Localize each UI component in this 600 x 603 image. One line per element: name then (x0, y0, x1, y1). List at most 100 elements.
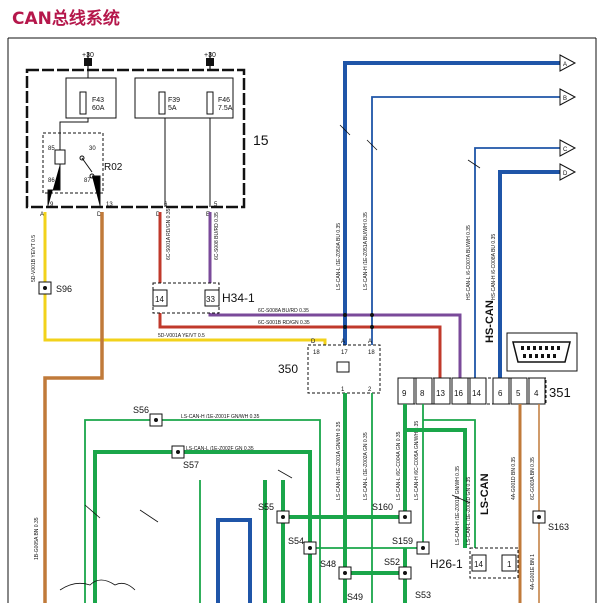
fuse-f46-rating: 7.5A (218, 105, 233, 112)
svg-text:87: 87 (84, 178, 91, 184)
svg-text:4A-G001D BN 0.35: 4A-G001D BN 0.35 (511, 457, 517, 500)
svg-text:5: 5 (516, 389, 521, 398)
wire-hs-can-h (498, 170, 560, 378)
obd-connector-icon (512, 341, 571, 363)
fuse-box-id: 15 (253, 132, 269, 148)
fuse-f43-label: F43 (92, 97, 104, 104)
svg-text:13: 13 (436, 389, 445, 398)
svg-text:14: 14 (474, 560, 483, 569)
svg-text:A: A (40, 212, 44, 218)
arrow-a-icon: A (559, 54, 577, 72)
svg-text:LS-CAN-L /6C-C004A GN 0.35: LS-CAN-L /6C-C004A GN 0.35 (396, 431, 402, 500)
svg-text:S57: S57 (183, 460, 199, 470)
svg-text:14: 14 (472, 389, 481, 398)
module-box-blue (216, 518, 252, 603)
splice-s159: S159 (392, 536, 430, 555)
svg-text:LS-CAN-L /1E-Z002A GN 0.35: LS-CAN-L /1E-Z002A GN 0.35 (363, 432, 369, 500)
svg-text:1B-G005A BN 0.35: 1B-G005A BN 0.35 (34, 517, 40, 560)
svg-text:8: 8 (420, 389, 425, 398)
brace-icon (59, 579, 136, 591)
svg-text:D: D (97, 212, 102, 218)
svg-text:85: 85 (48, 146, 55, 152)
splice-s52: S52 (384, 557, 412, 580)
svg-text:D: D (311, 339, 316, 345)
svg-text:4: 4 (534, 389, 539, 398)
arrow-b-icon: B (559, 88, 577, 106)
fuse-f39-icon (158, 91, 166, 115)
svg-text:1: 1 (341, 387, 345, 393)
splice-s56: S56 (133, 405, 163, 427)
module-351-label: 351 (549, 385, 571, 400)
module-350 (307, 344, 381, 394)
relay-switch-icon (81, 157, 93, 173)
svg-text:6C-S008 BU/RD 0.35: 6C-S008 BU/RD 0.35 (214, 212, 220, 260)
svg-text:6C-S001B RD/GN 0.35: 6C-S001B RD/GN 0.35 (258, 320, 310, 326)
splice-s48: S48 (320, 559, 352, 580)
module-350-chip-icon (336, 361, 350, 373)
hs-can-label: HS-CAN (484, 300, 496, 343)
svg-text:S159: S159 (392, 536, 413, 546)
wire-yellow (43, 212, 327, 345)
plus30-right-label: +30 (204, 52, 216, 59)
svg-text:LS-CAN-L /1E-Z002D GN 0.35: LS-CAN-L /1E-Z002D GN 0.35 (466, 477, 472, 545)
obd-box (506, 332, 578, 372)
svg-text:S160: S160 (372, 502, 393, 512)
plus30-left-label: +30 (82, 52, 94, 59)
module-351 (397, 377, 547, 405)
svg-text:LS-CAN-L /1E-Z002F GN 0.35: LS-CAN-L /1E-Z002F GN 0.35 (186, 446, 254, 452)
splice-s54: S54 (288, 536, 317, 555)
svg-text:A: A (341, 339, 345, 345)
svg-text:16: 16 (454, 389, 463, 398)
svg-text:17: 17 (341, 350, 348, 356)
svg-text:B: B (563, 96, 567, 102)
wire-ls-can-l-blue (343, 61, 560, 300)
svg-text:HS-CAN-L /6-C007A BU/WH 0.35: HS-CAN-L /6-C007A BU/WH 0.35 (466, 225, 472, 300)
svg-text:86: 86 (48, 178, 55, 184)
svg-text:LS-CAN-H /1E-Z001D GN/WH 0.35: LS-CAN-H /1E-Z001D GN/WH 0.35 (455, 466, 461, 545)
arrow-d-icon: D (559, 163, 577, 181)
splice-s96-label: S96 (56, 284, 72, 294)
svg-text:5D-V001A YE/VT 0.5: 5D-V001A YE/VT 0.5 (158, 333, 205, 339)
svg-text:9: 9 (402, 389, 407, 398)
svg-text:30: 30 (89, 146, 96, 152)
plus30-terminal-left (84, 58, 92, 66)
svg-text:2: 2 (368, 387, 372, 393)
splice-s53-label: S53 (415, 590, 431, 600)
plus30-terminal-right (206, 58, 214, 66)
svg-text:A: A (368, 339, 372, 345)
svg-text:6: 6 (164, 202, 168, 208)
svg-text:LS-CAN-H /1E-Z051A BU/WH 0.35: LS-CAN-H /1E-Z051A BU/WH 0.35 (363, 212, 369, 290)
svg-text:14: 14 (155, 295, 164, 304)
splice-s163: S163 (532, 510, 569, 532)
ls-can-network: LS-CAN-H /1E-Z001A GN/WH 0.35 LS-CAN-L /… (84, 393, 491, 603)
fuse-f39-rating: 5A (168, 105, 177, 112)
svg-text:S163: S163 (548, 522, 569, 532)
fuse-box-15: +30 +30 15 F43 60A F39 5A F46 7.5A 85 30… (25, 52, 269, 218)
svg-text:5D-V001B YE/VT 0.5: 5D-V001B YE/VT 0.5 (31, 235, 37, 282)
svg-text:1: 1 (507, 560, 512, 569)
svg-text:S54: S54 (288, 536, 304, 546)
splice-s57: S57 (171, 445, 199, 470)
fuse-f46-label: F46 (218, 97, 230, 104)
wire-red (158, 212, 442, 378)
fuse-box-outline (25, 68, 246, 209)
svg-text:A: A (563, 62, 567, 68)
relay-r02-label: R02 (104, 162, 123, 173)
relay-coil-icon (54, 149, 66, 165)
svg-text:6: 6 (498, 389, 503, 398)
svg-text:S48: S48 (320, 559, 336, 569)
svg-text:4A-G001E BN 1: 4A-G001E BN 1 (530, 554, 536, 590)
svg-text:LS-CAN-L /1E-Z050A BU 0.35: LS-CAN-L /1E-Z050A BU 0.35 (336, 223, 342, 290)
fuse-f46-icon (206, 91, 214, 115)
svg-text:6C-S001A RD/GN 0.35: 6C-S001A RD/GN 0.35 (166, 208, 172, 260)
svg-text:C: C (563, 147, 568, 153)
fuse-f39-label: F39 (168, 97, 180, 104)
svg-text:HS-CAN-H /6-C008A BU 0.35: HS-CAN-H /6-C008A BU 0.35 (491, 234, 497, 300)
svg-text:13: 13 (106, 202, 113, 208)
svg-text:33: 33 (206, 295, 215, 304)
svg-text:5: 5 (214, 202, 218, 208)
svg-text:S56: S56 (133, 405, 149, 415)
svg-text:6C-G003A BN 0.35: 6C-G003A BN 0.35 (530, 457, 536, 500)
svg-text:LS-CAN-H /1E-Z001A GN/WH 0.35: LS-CAN-H /1E-Z001A GN/WH 0.35 (336, 421, 342, 500)
